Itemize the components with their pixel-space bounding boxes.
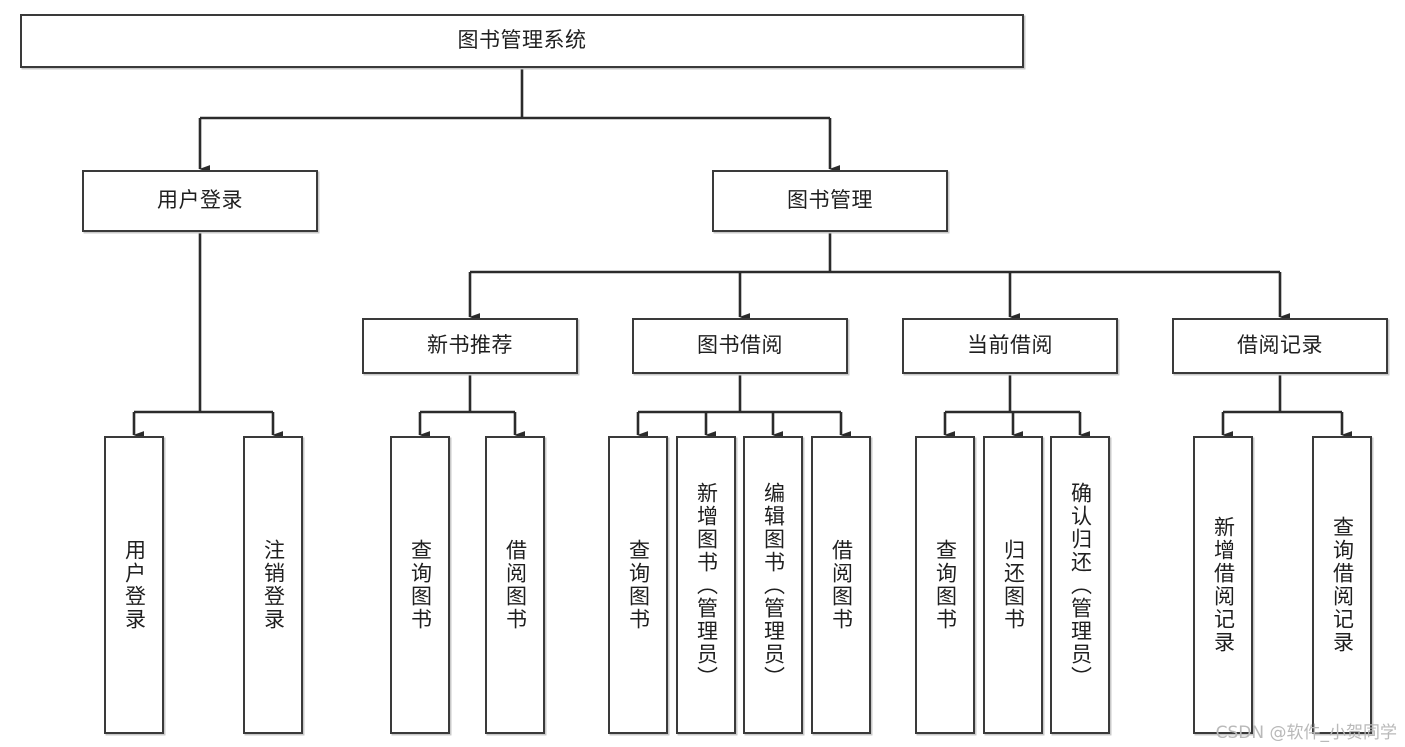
node-book-borrow[interactable]: 图书借阅 xyxy=(632,318,848,374)
node-leaf-edit-book[interactable]: 编辑图书（管理员） xyxy=(743,436,803,734)
node-label-leaf-query-book-rec: 查询图书 xyxy=(408,539,433,631)
node-current-borrow[interactable]: 当前借阅 xyxy=(902,318,1118,374)
node-user-login[interactable]: 用户登录 xyxy=(82,170,318,232)
node-label-leaf-query-record: 查询借阅记录 xyxy=(1330,516,1355,654)
node-label-leaf-logout: 注销登录 xyxy=(261,539,286,631)
node-label-leaf-add-record: 新增借阅记录 xyxy=(1211,516,1236,654)
node-label-leaf-user-login: 用户登录 xyxy=(122,539,147,631)
node-book-manage[interactable]: 图书管理 xyxy=(712,170,948,232)
node-leaf-borrow-book[interactable]: 借阅图书 xyxy=(811,436,871,734)
node-label-leaf-borrow-book: 借阅图书 xyxy=(829,539,854,631)
node-leaf-query-record[interactable]: 查询借阅记录 xyxy=(1312,436,1372,734)
node-new-book-rec[interactable]: 新书推荐 xyxy=(362,318,578,374)
node-label-borrow-record: 借阅记录 xyxy=(1237,333,1323,358)
node-label-leaf-query-book: 查询图书 xyxy=(626,539,651,631)
node-leaf-query-book[interactable]: 查询图书 xyxy=(608,436,668,734)
node-leaf-logout[interactable]: 注销登录 xyxy=(243,436,303,734)
node-label-leaf-query-book-cur: 查询图书 xyxy=(933,539,958,631)
node-label-current-borrow: 当前借阅 xyxy=(967,333,1053,358)
node-label-new-book-rec: 新书推荐 xyxy=(427,333,513,358)
node-label-root: 图书管理系统 xyxy=(457,28,587,53)
node-label-user-login: 用户登录 xyxy=(157,188,243,213)
node-leaf-add-book[interactable]: 新增图书（管理员） xyxy=(676,436,736,734)
node-leaf-query-book-cur[interactable]: 查询图书 xyxy=(915,436,975,734)
node-root[interactable]: 图书管理系统 xyxy=(20,14,1024,68)
node-label-book-borrow: 图书借阅 xyxy=(697,333,783,358)
node-borrow-record[interactable]: 借阅记录 xyxy=(1172,318,1388,374)
node-leaf-query-book-rec[interactable]: 查询图书 xyxy=(390,436,450,734)
node-label-book-manage: 图书管理 xyxy=(787,188,873,213)
node-leaf-user-login[interactable]: 用户登录 xyxy=(104,436,164,734)
node-leaf-add-record[interactable]: 新增借阅记录 xyxy=(1193,436,1253,734)
node-label-leaf-borrow-book-rec: 借阅图书 xyxy=(503,539,528,631)
node-label-leaf-add-book: 新增图书（管理员） xyxy=(694,481,719,689)
node-leaf-return-book[interactable]: 归还图书 xyxy=(983,436,1043,734)
node-label-leaf-edit-book: 编辑图书（管理员） xyxy=(761,481,786,689)
node-leaf-borrow-book-rec[interactable]: 借阅图书 xyxy=(485,436,545,734)
node-label-leaf-return-book: 归还图书 xyxy=(1001,539,1026,631)
node-leaf-confirm-return[interactable]: 确认归还（管理员） xyxy=(1050,436,1110,734)
node-label-leaf-confirm-return: 确认归还（管理员） xyxy=(1068,481,1093,689)
